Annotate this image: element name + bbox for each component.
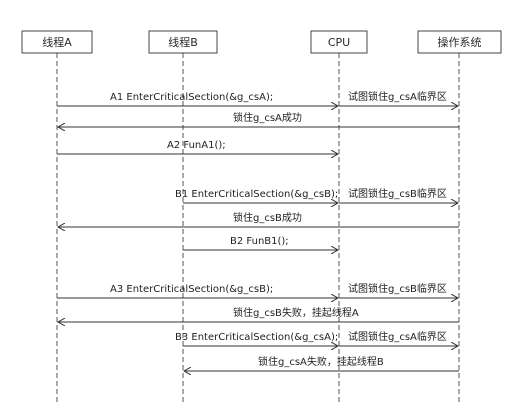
message-13: 试图锁住g_csA临界区 — [339, 330, 458, 346]
actor-label-os: 操作系统 — [438, 35, 482, 49]
message-3: 锁住g_csA成功 — [58, 111, 459, 127]
actor-label-b: 线程B — [168, 35, 198, 49]
actors: 线程A 线程B CPU 操作系统 — [21, 30, 502, 54]
actor-label-cpu: CPU — [328, 36, 350, 49]
message-label: A1 EnterCriticalSection(&g_csA); — [110, 92, 273, 103]
message-label: 试图锁住g_csB临界区 — [348, 187, 447, 200]
message-label: 锁住g_csA成功 — [233, 111, 302, 124]
message-label: 锁住g_csB失败，挂起线程A — [233, 306, 359, 319]
message-label: B3 EnterCriticalSection(&g_csA); — [175, 332, 338, 343]
actor-box-a — [21, 30, 93, 54]
message-label: B1 EnterCriticalSection(&g_csB); — [175, 189, 338, 200]
message-label: A2 FunA1(); — [167, 140, 226, 151]
message-label: 试图锁住g_csA临界区 — [348, 330, 447, 343]
messages: A1 EnterCriticalSection(&g_csA); 试图锁住g_cs… — [57, 90, 459, 371]
message-label: A3 EnterCriticalSection(&g_csB); — [110, 284, 273, 295]
message-2: 试图锁住g_csA临界区 — [339, 90, 458, 106]
message-8: B2 FunB1(); — [183, 236, 338, 250]
message-6: 试图锁住g_csB临界区 — [339, 187, 458, 203]
actor-box-os — [417, 30, 502, 54]
message-7: 锁住g_csB成功 — [58, 211, 459, 227]
message-10: 试图锁住g_csB临界区 — [339, 282, 458, 298]
message-5: B1 EnterCriticalSection(&g_csB); — [175, 189, 338, 203]
message-12: B3 EnterCriticalSection(&g_csA); — [175, 332, 338, 346]
message-label: 锁住g_csA失败，挂起线程B — [258, 355, 384, 368]
actor-box-cpu — [310, 30, 368, 54]
message-14: 锁住g_csA失败，挂起线程B — [184, 355, 459, 371]
message-11: 锁住g_csB失败，挂起线程A — [58, 306, 459, 322]
message-label: 试图锁住g_csA临界区 — [348, 90, 447, 103]
lifelines — [56, 53, 460, 402]
message-9: A3 EnterCriticalSection(&g_csB); — [57, 284, 338, 298]
message-label: 试图锁住g_csB临界区 — [348, 282, 447, 295]
message-4: A2 FunA1(); — [57, 140, 338, 154]
message-1: A1 EnterCriticalSection(&g_csA); — [57, 92, 338, 106]
actor-label-a: 线程A — [42, 35, 72, 49]
actor-box-b — [148, 30, 218, 54]
message-label: B2 FunB1(); — [230, 236, 289, 247]
message-label: 锁住g_csB成功 — [233, 211, 302, 224]
